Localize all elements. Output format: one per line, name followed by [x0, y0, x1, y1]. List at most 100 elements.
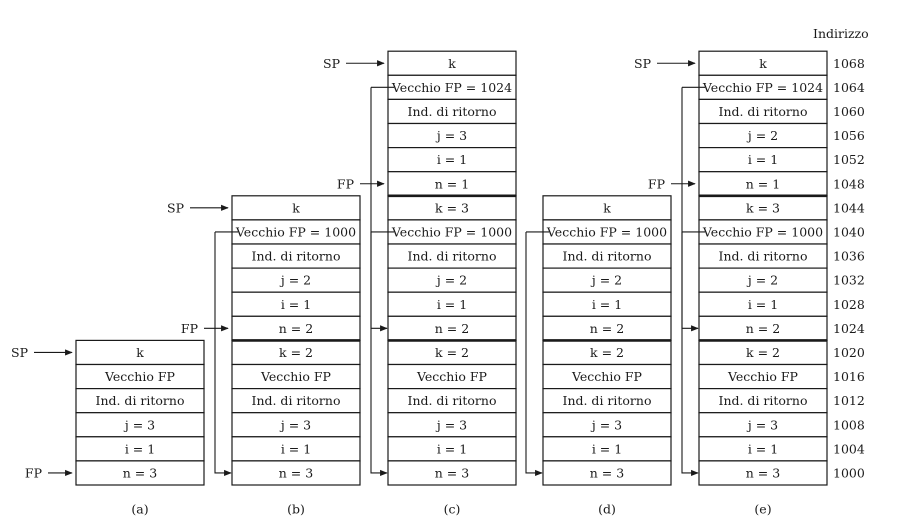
stack-cell-text: k	[759, 56, 767, 71]
stack-cell-text: Vecchio FP = 1000	[546, 224, 667, 239]
stack-cell	[387, 291, 517, 317]
stack-cell-text: k	[448, 56, 456, 71]
saved-fp-arrow	[681, 231, 699, 477]
stack-cell	[231, 412, 361, 438]
stack-cell-text: k = 3	[746, 200, 780, 215]
stack-cell	[75, 339, 205, 366]
stack-caption: (a)	[131, 502, 148, 517]
address-label: 1016	[833, 369, 865, 384]
address-header: Indirizzo	[813, 26, 869, 41]
stack-cell-text: k = 2	[435, 345, 469, 360]
stack-cell-text: j = 3	[435, 128, 467, 143]
address-label: 1020	[833, 345, 865, 360]
sp-label: SP	[11, 345, 28, 360]
stack-cell-text: Vecchio FP	[104, 369, 175, 384]
stack-cell-text: n = 3	[590, 465, 624, 480]
stack-cell	[231, 291, 361, 317]
stack-cell-text: j = 3	[123, 417, 155, 432]
stack-cell	[698, 122, 828, 149]
stack-cell	[231, 339, 361, 366]
stack-cell	[542, 267, 672, 293]
stack-cell	[542, 363, 672, 390]
stack-cell-text: Vecchio FP	[260, 369, 331, 384]
stack-cell-text: Ind. di ritorno	[408, 104, 497, 119]
stack-cell-text: n = 3	[746, 465, 780, 480]
stack-cell	[231, 315, 361, 341]
stack-cell-text: Vecchio FP = 1000	[235, 224, 356, 239]
stack-cell-text: k	[292, 200, 300, 215]
stack-cell	[698, 339, 828, 366]
stack-cell-text: j = 3	[435, 417, 467, 432]
stack-cell-text: Ind. di ritorno	[252, 393, 341, 408]
stack-cell	[387, 243, 517, 269]
stack-cell	[698, 388, 828, 414]
stack-cell	[387, 50, 517, 76]
address-label: 1056	[833, 128, 865, 143]
stack-cell	[387, 147, 517, 173]
stack-cell	[231, 388, 361, 414]
stack-cell	[387, 267, 517, 293]
stack-cell-text: i = 1	[281, 441, 311, 456]
stack-cell-text: j = 3	[279, 417, 311, 432]
stack-cell-text: i = 1	[748, 152, 778, 167]
address-label: 1044	[833, 200, 865, 215]
saved-fp-arrow	[681, 87, 699, 332]
stack-cell-text: j = 2	[435, 273, 467, 288]
address-label: 1064	[833, 80, 865, 95]
stack-cell	[542, 412, 672, 438]
stack-cell-text: Vecchio FP	[727, 369, 798, 384]
stack-cell-text: Ind. di ritorno	[719, 393, 808, 408]
stack-cell	[231, 267, 361, 293]
stack-cell	[387, 74, 517, 101]
stack-cell	[698, 267, 828, 293]
stack-cell-text: n = 3	[279, 465, 313, 480]
stack-cell	[698, 363, 828, 390]
stack-cell	[231, 436, 361, 462]
stack-cell-text: i = 1	[748, 297, 778, 312]
stack-cell	[387, 363, 517, 390]
stack-cell-text: Vecchio FP = 1024	[702, 80, 823, 95]
stack-cell-text: k = 2	[590, 345, 624, 360]
stack-cell	[698, 74, 828, 101]
stack-cell-text: Ind. di ritorno	[719, 249, 808, 264]
stack-cell-text: Ind. di ritorno	[252, 249, 341, 264]
fp-label: FP	[25, 465, 42, 480]
stack-cell	[75, 460, 205, 486]
stack-cell	[387, 436, 517, 462]
stack-cell-text: k	[136, 345, 144, 360]
fp-label: FP	[181, 321, 198, 336]
stack-cell-text: i = 1	[437, 152, 467, 167]
saved-fp-arrow	[370, 231, 388, 477]
stack-cell	[542, 460, 672, 486]
stack-cell-text: n = 2	[746, 321, 780, 336]
stack-cell-text: i = 1	[437, 297, 467, 312]
stack-caption: (b)	[287, 502, 305, 517]
stack-cell-text: i = 1	[592, 297, 622, 312]
stack-cell-text: n = 1	[746, 176, 780, 191]
saved-fp-arrow	[370, 87, 388, 332]
stack-cell	[542, 339, 672, 366]
address-label: 1036	[833, 249, 865, 264]
stack-cell	[698, 195, 828, 221]
stack-cell	[698, 50, 828, 76]
stack-cell	[231, 219, 361, 245]
stack-cell	[387, 412, 517, 438]
stack-cell	[231, 243, 361, 269]
stack-cell-text: Ind. di ritorno	[563, 393, 652, 408]
stack-cell	[387, 460, 517, 486]
stack-cell	[231, 460, 361, 486]
address-label: 1000	[833, 465, 865, 480]
stack-cell	[231, 363, 361, 390]
stack-cell-text: Vecchio FP = 1000	[702, 224, 823, 239]
stack-cell	[75, 412, 205, 438]
address-label: 1048	[833, 176, 865, 191]
stack-cell-text: i = 1	[125, 441, 155, 456]
stack-cell-text: n = 3	[123, 465, 157, 480]
stack-cell-text: Vecchio FP = 1000	[391, 224, 512, 239]
stack-cell-text: n = 2	[590, 321, 624, 336]
